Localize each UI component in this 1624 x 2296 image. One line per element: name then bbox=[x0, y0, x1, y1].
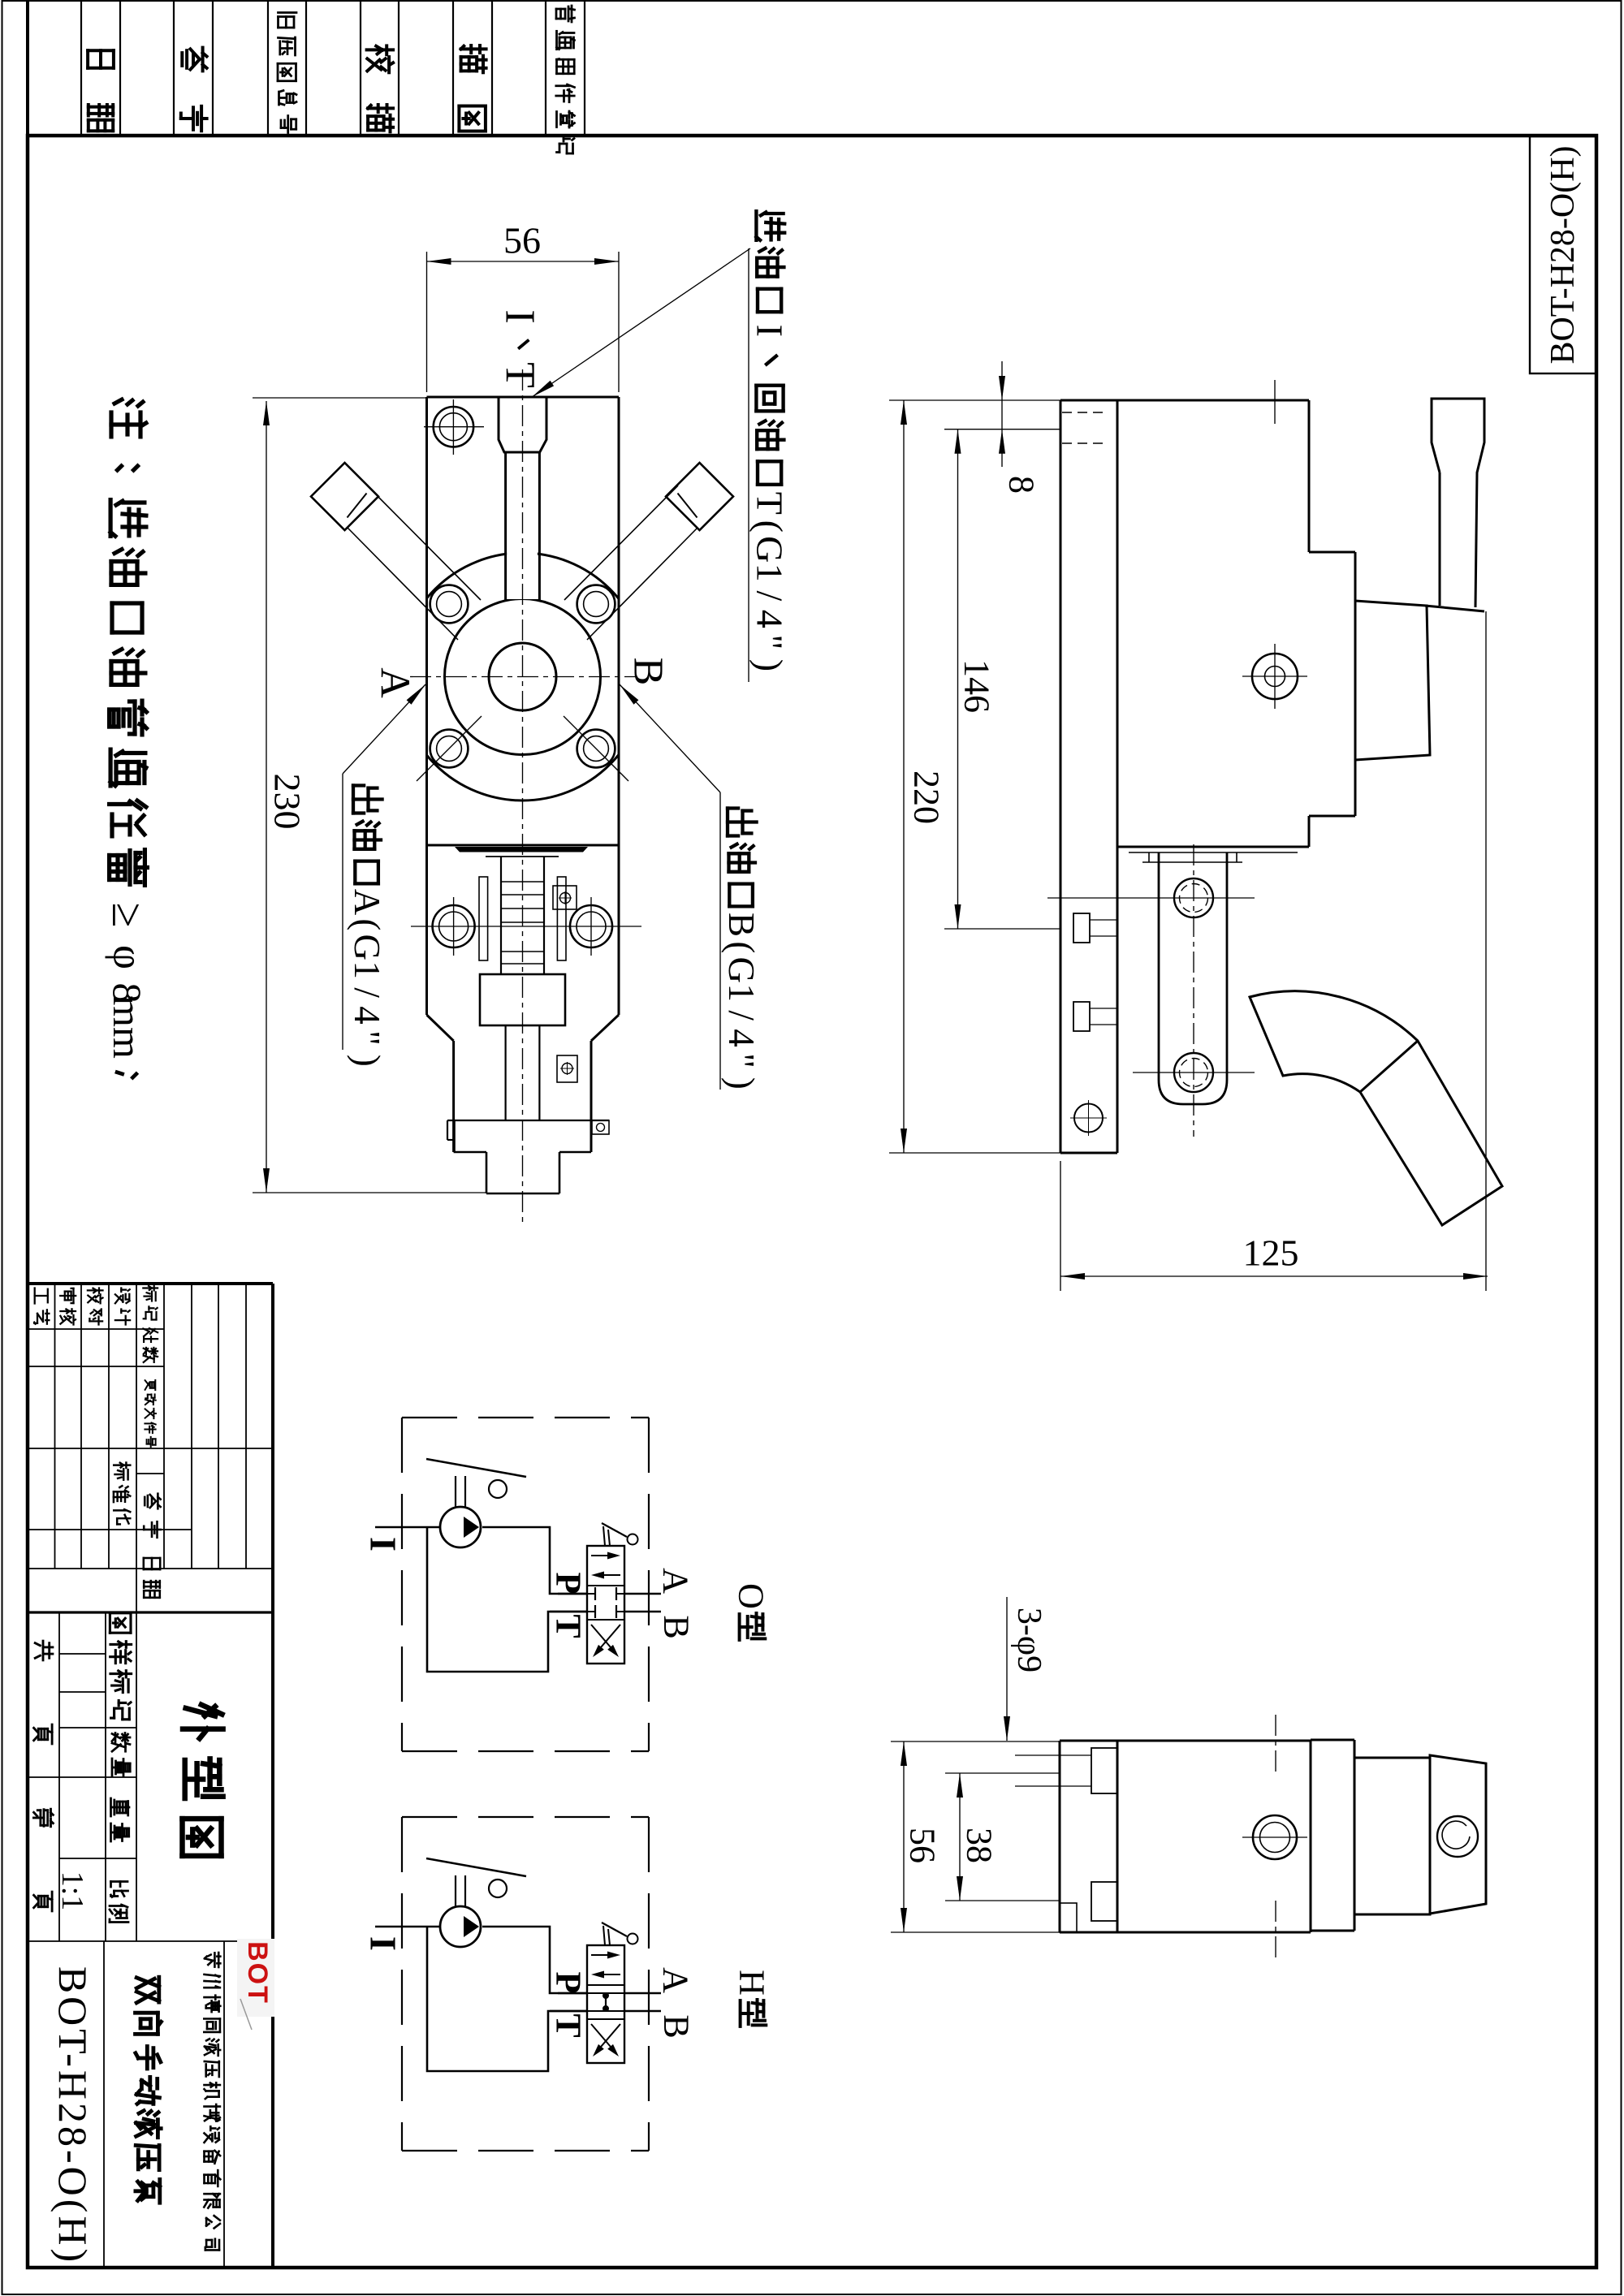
svg-text:P: P bbox=[549, 1972, 589, 1994]
svg-text:A: A bbox=[372, 667, 418, 698]
svg-text:I: I bbox=[363, 1936, 404, 1951]
svg-text:1: 1 bbox=[749, 563, 791, 582]
svg-text:T: T bbox=[549, 1614, 589, 1638]
svg-text:A: A bbox=[656, 1568, 696, 1594]
svg-text:G: G bbox=[721, 957, 762, 984]
svg-text:BOT: BOT bbox=[242, 1941, 273, 2005]
svg-text:T: T bbox=[497, 362, 543, 388]
svg-text:125: 125 bbox=[1243, 1232, 1299, 1274]
svg-text:T: T bbox=[749, 492, 791, 515]
svg-text:1: 1 bbox=[721, 983, 762, 1002]
svg-text:B: B bbox=[657, 2014, 697, 2038]
svg-text:56: 56 bbox=[503, 220, 541, 261]
svg-text:T: T bbox=[549, 2013, 589, 2037]
svg-text:230: 230 bbox=[267, 774, 309, 830]
svg-text:BOT-H28-O(H): BOT-H28-O(H) bbox=[1544, 145, 1582, 364]
svg-text:": " bbox=[347, 1030, 387, 1045]
svg-text:): ) bbox=[721, 1077, 762, 1090]
svg-text:B: B bbox=[625, 658, 672, 686]
svg-text:/: / bbox=[721, 1010, 762, 1021]
svg-text:146: 146 bbox=[957, 659, 997, 713]
svg-text:38: 38 bbox=[960, 1828, 1000, 1863]
svg-text:≥: ≥ bbox=[102, 903, 153, 928]
svg-text:220: 220 bbox=[907, 770, 947, 824]
svg-text:): ) bbox=[347, 1055, 387, 1067]
svg-text:I: I bbox=[497, 309, 543, 323]
svg-text:I: I bbox=[749, 325, 791, 337]
svg-text:mm: mm bbox=[105, 995, 150, 1059]
svg-text:P: P bbox=[549, 1573, 589, 1595]
svg-text:56: 56 bbox=[903, 1828, 943, 1863]
svg-text:A: A bbox=[656, 1967, 696, 1993]
svg-text:BOT-H28-O(H): BOT-H28-O(H) bbox=[50, 1966, 96, 2265]
svg-text:(: ( bbox=[721, 941, 762, 953]
svg-text:1: 1 bbox=[347, 960, 387, 979]
svg-text:G: G bbox=[749, 536, 791, 563]
svg-text:A: A bbox=[347, 889, 387, 916]
svg-text:(: ( bbox=[347, 918, 387, 930]
svg-text:4: 4 bbox=[721, 1029, 762, 1047]
svg-text:φ: φ bbox=[105, 945, 151, 969]
svg-text:8: 8 bbox=[1002, 476, 1042, 494]
svg-text:4: 4 bbox=[347, 1006, 387, 1025]
svg-text:O: O bbox=[732, 1583, 771, 1609]
svg-text:): ) bbox=[749, 659, 791, 671]
svg-text:I: I bbox=[363, 1537, 404, 1552]
svg-text:H: H bbox=[732, 1970, 772, 1996]
svg-text:": " bbox=[721, 1053, 762, 1068]
svg-text:G: G bbox=[347, 934, 387, 961]
svg-text:B: B bbox=[657, 1615, 697, 1638]
svg-text:(: ( bbox=[749, 520, 791, 533]
svg-text:4: 4 bbox=[749, 610, 791, 628]
svg-text:B: B bbox=[721, 913, 762, 937]
svg-text:1:1: 1:1 bbox=[55, 1871, 89, 1911]
svg-text:": " bbox=[749, 635, 791, 650]
svg-text:8: 8 bbox=[105, 983, 150, 1003]
svg-text:/: / bbox=[749, 591, 791, 602]
svg-text:/: / bbox=[347, 987, 387, 998]
svg-text:3-φ9: 3-φ9 bbox=[1010, 1608, 1047, 1672]
